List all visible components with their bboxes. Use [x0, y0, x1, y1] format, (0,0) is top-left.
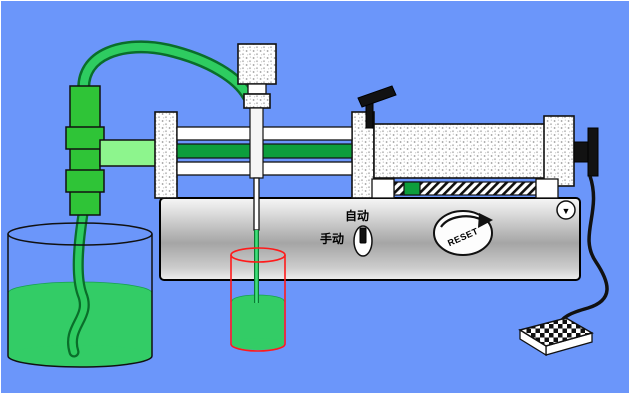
rail-right-block — [535, 178, 559, 199]
nozzle-shaft — [249, 107, 264, 179]
slider-block — [403, 181, 421, 196]
pipe-connector — [99, 139, 157, 167]
green-crossbar — [176, 143, 353, 159]
frame — [154, 111, 375, 199]
mode-switch[interactable] — [353, 225, 373, 257]
handle-lever[interactable] — [357, 85, 397, 129]
reset-knob-face — [433, 210, 493, 256]
reset-arrow-head — [478, 213, 493, 228]
valve-flange-upper — [65, 126, 105, 150]
end-plate — [587, 127, 599, 177]
feed-tube — [77, 40, 255, 103]
valve-flange-lower — [65, 169, 105, 193]
pedal-cable — [556, 175, 609, 327]
reset-arrow-arc — [440, 215, 483, 228]
manual-label: 手动 — [320, 231, 344, 246]
eject-triangle-icon: ▼ — [562, 206, 571, 216]
feed-tube-inner — [79, 43, 252, 100]
source-liquid-bottom — [8, 345, 152, 367]
pedal-checker-top — [518, 317, 594, 347]
mode-switch-lever — [359, 227, 367, 244]
valve-body — [69, 85, 101, 216]
auto-label: 自动 — [345, 208, 369, 223]
foot-pedal[interactable] — [518, 317, 594, 357]
eject-button[interactable]: ▼ — [556, 200, 576, 220]
suction-tube-inner — [69, 210, 88, 356]
eject-button-face — [556, 200, 576, 220]
fill-beaker-base — [230, 343, 286, 352]
source-beaker-base — [7, 355, 153, 368]
rail-left-block — [371, 178, 395, 199]
fill-beaker — [230, 230, 286, 352]
supply-valve — [65, 85, 157, 216]
nozzle-block — [237, 43, 277, 85]
top-rail — [176, 126, 353, 141]
handle-grip — [357, 85, 397, 108]
cylinder-body — [373, 123, 549, 179]
fill-beaker-outline — [230, 247, 286, 352]
fill-liquid — [232, 301, 284, 344]
filling-nozzle — [237, 43, 277, 231]
left-plate — [154, 111, 178, 199]
piston-cylinder — [373, 115, 599, 187]
reset-knob[interactable]: RESET — [433, 210, 493, 256]
guide-rail — [371, 178, 559, 199]
source-beaker-outline — [7, 222, 153, 368]
nozzle-needle — [253, 177, 260, 231]
nozzle-fitting — [243, 93, 271, 109]
bottom-rail — [176, 161, 353, 176]
fill-liquid-bottom — [232, 338, 284, 350]
source-beaker — [7, 208, 153, 368]
cylinder-cap — [543, 115, 575, 187]
nozzle-neck — [247, 83, 267, 95]
